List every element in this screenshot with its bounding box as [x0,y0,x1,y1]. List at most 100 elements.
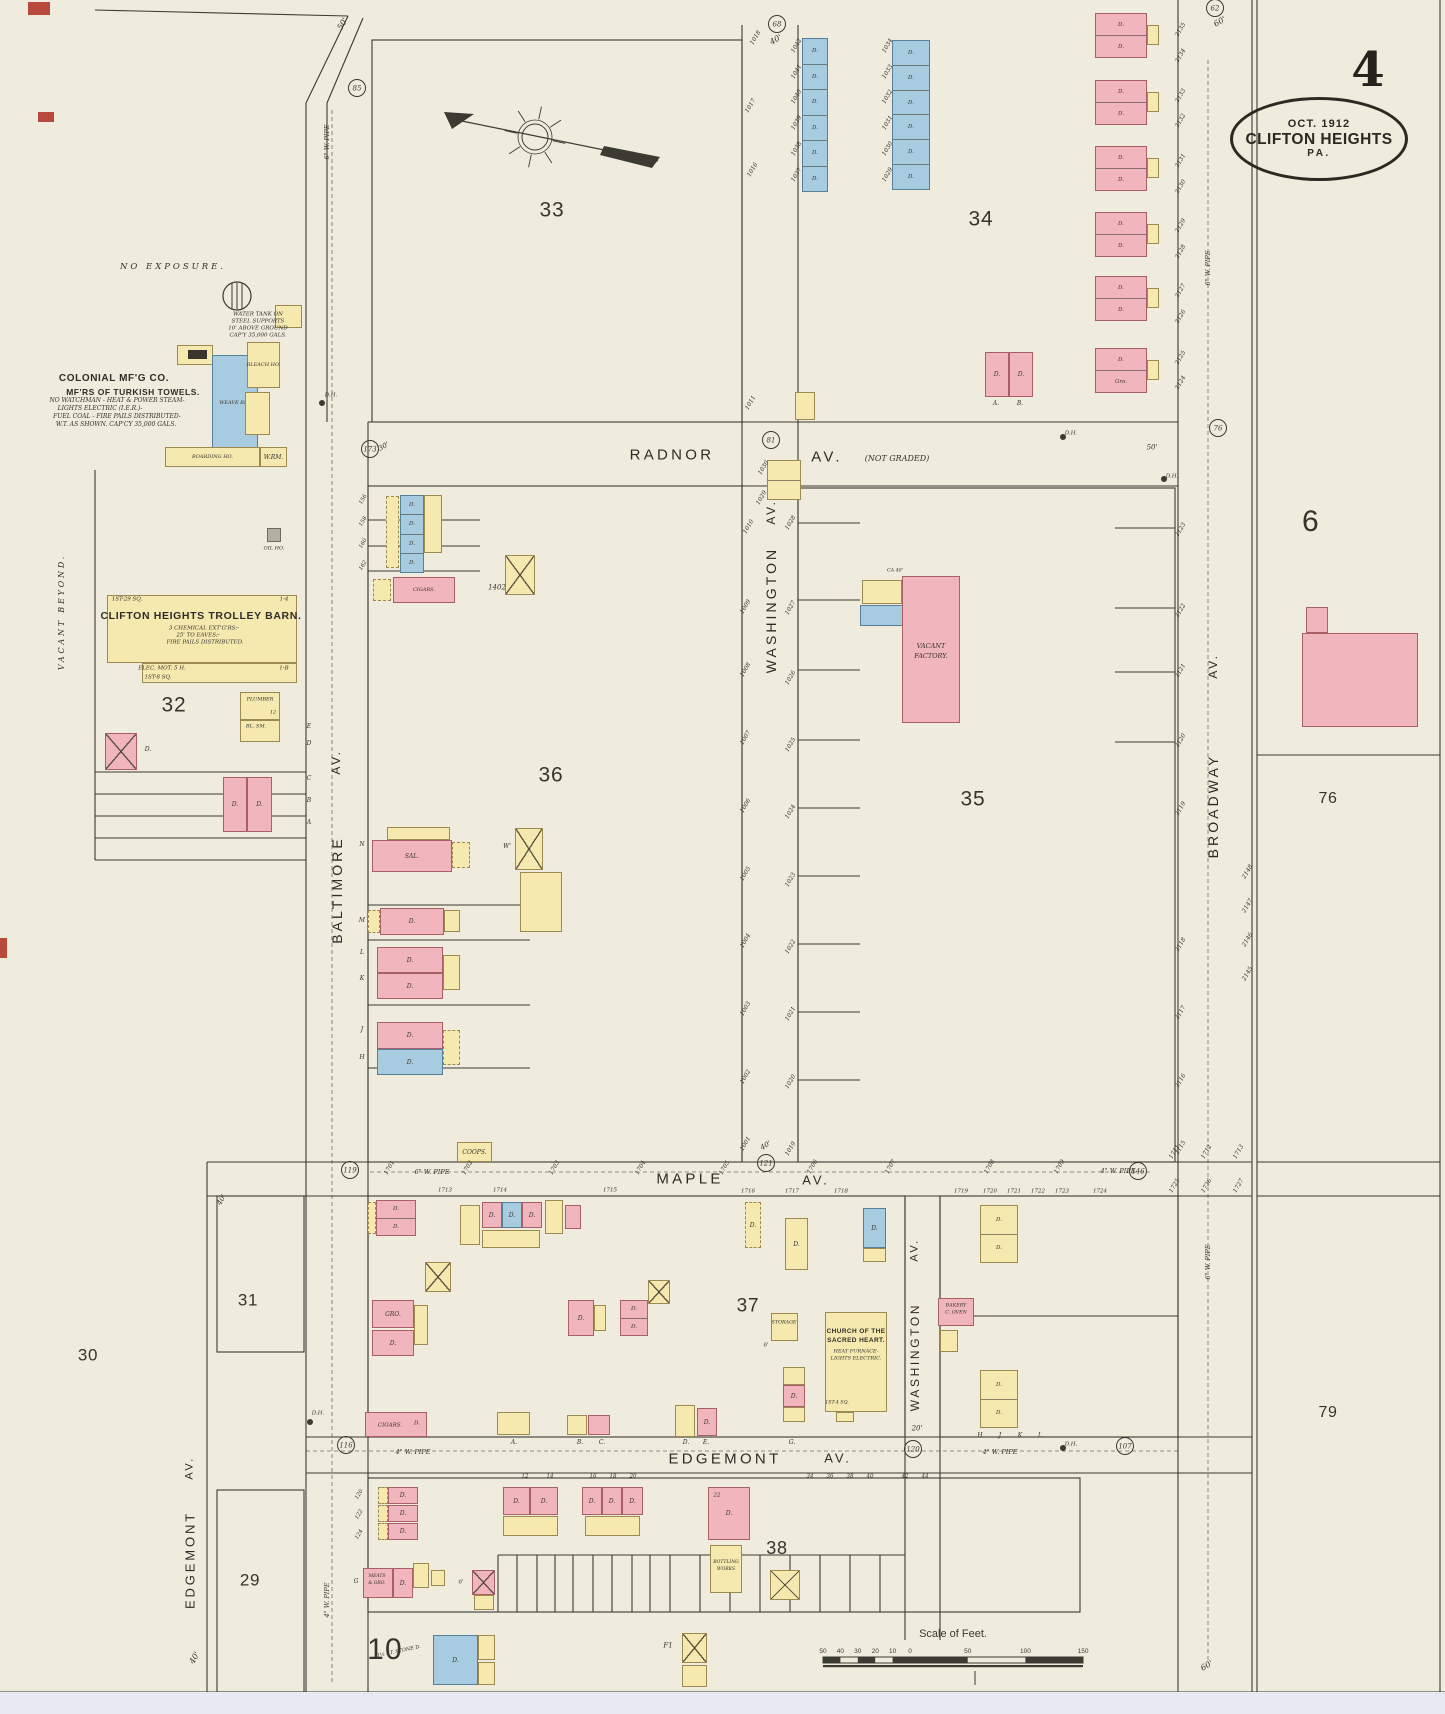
street-line [305,15,349,104]
building-unit-label: D. [908,49,914,56]
annotation: 1ST-8 SQ. [144,674,172,681]
hydrant-dot [1060,1445,1066,1451]
junction-marker [1129,1162,1147,1180]
junction-marker [1206,0,1224,17]
building [378,1487,388,1504]
block-outline [216,1489,305,1693]
street-label: BROADWAY [1205,753,1221,859]
building [472,1570,495,1595]
building: D.D. [1095,80,1147,125]
compass-icon [517,110,526,123]
building-label: D. [399,1510,407,1517]
building-unit-label: D. [803,89,827,115]
building: D.D. [980,1205,1018,1263]
block-outline [367,1195,906,1438]
building [825,1312,887,1412]
pipe-label: 4" W. PIPE [395,1447,431,1456]
building: D. [433,1635,478,1685]
street-label: AV. [824,1450,852,1466]
junction-marker [757,1154,775,1172]
building [836,1412,854,1422]
water-tank-icon [222,281,252,311]
lot-number: 1722 [1031,1188,1045,1195]
building: D.D. [980,1370,1018,1428]
junction-number: 116 [339,1442,353,1450]
lot-number: 1719 [954,1188,968,1195]
building [545,1200,563,1234]
annotation: 1-B [279,665,289,672]
building-unit-label: D. [621,1317,647,1336]
hydrant-label: D.H. [311,1410,325,1417]
building [275,305,302,328]
lot-letter: K [359,975,365,982]
pipe-label: 6" W. PIPE [414,1167,450,1176]
building-label: D. [488,1211,496,1219]
lot-letter: C. [598,1439,606,1446]
lot-letter: D [306,740,312,747]
block-number: 34 [968,207,994,231]
width-label: 50' [1146,443,1158,452]
junction-number: 119 [343,1167,357,1175]
annotation: 3 CHEMICAL EXT'G'RS:- [168,625,240,632]
building [505,555,535,595]
street-label: MAPLE [656,1170,724,1188]
street-label: EDGEMONT [182,1511,198,1609]
junction-marker [1116,1437,1134,1455]
scale-title: Scale of Feet. [919,1628,987,1640]
building-label: D. [540,1497,548,1505]
annotation: NO WATCHMAN - HEAT & POWER STEAM- [49,397,185,404]
building: BLEACH HO. [247,342,280,388]
block-number: 29 [239,1570,261,1590]
lot-number: 12 [521,1473,529,1480]
building-unit-label: D. [803,140,827,166]
building-unit-label: D. [1096,234,1146,256]
compass-icon [549,119,562,128]
lot-letter: A. [992,400,1000,407]
building-label: D. [725,1510,733,1517]
building-label: WEAVE RM. [219,399,251,406]
building [520,872,562,932]
building [240,692,280,720]
building [902,576,960,723]
lot-number: 14 [546,1473,554,1480]
building-inner [188,349,207,359]
building: D. [377,973,443,999]
block-number: 30 [77,1345,99,1365]
building: D. [568,1300,594,1336]
street-label: RADNOR [629,446,715,464]
building [497,1412,530,1435]
building: D. [708,1487,750,1540]
building [863,1248,886,1262]
building [177,345,213,365]
building: D. [985,352,1009,397]
building [648,1280,670,1304]
building [443,955,460,990]
building-label: D. [406,1058,414,1066]
building: D. [388,1523,418,1540]
building-unit-label: D. [1118,154,1124,161]
building-unit-label: D. [981,1398,1017,1428]
compass-icon [521,123,549,151]
compass-feather [600,146,660,168]
annotation: VACANT [916,641,946,650]
building: D. [503,1487,530,1515]
building-label: D. [993,371,1001,378]
street-label: (NOT GRADED) [864,454,930,463]
building-label: D. [399,1492,407,1499]
annotation: MF'RS OF TURKISH TOWELS. [66,386,200,397]
compass-icon [517,119,553,155]
building [414,1305,428,1345]
block-number: 33 [539,198,565,222]
lot-letter: A. [510,1439,518,1446]
lot-letter: A [306,819,312,826]
building [1147,288,1159,308]
annotation: 1-4 [279,596,289,603]
building-label: D. [513,1497,520,1505]
building [1147,158,1159,178]
building: D. [377,947,443,973]
annotation: 1ST-29 SQ. [111,596,143,603]
annotation: D. [414,1420,420,1427]
building-unit-label: D. [893,164,929,189]
annotation: WATER TANK ON [233,311,283,318]
scale-number: 50 [819,1648,827,1655]
